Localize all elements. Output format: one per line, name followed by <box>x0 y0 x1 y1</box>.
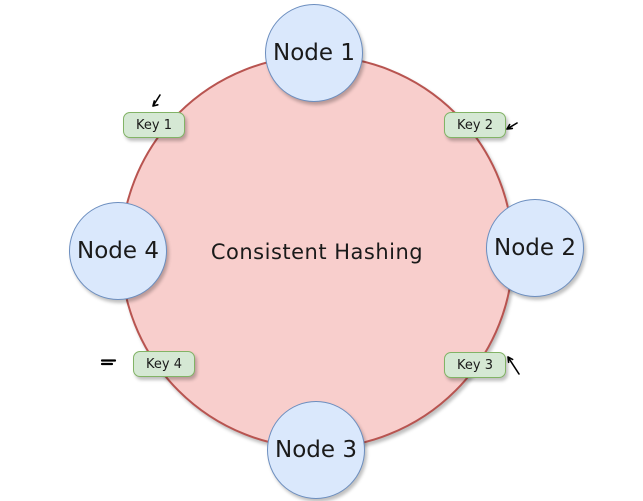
node-1-label: Node 1 <box>273 40 355 66</box>
node-4-label: Node 4 <box>77 238 159 264</box>
key-2-box: Key 2 <box>444 112 506 138</box>
key-4-label: Key 4 <box>146 356 182 372</box>
node-4-circle: Node 4 <box>69 202 167 300</box>
key-1-arrow-icon <box>152 94 161 107</box>
node-2-circle: Node 2 <box>486 199 584 297</box>
key-2-label: Key 2 <box>457 117 493 133</box>
key-3-box: Key 3 <box>444 352 506 378</box>
node-3-label: Node 3 <box>275 437 357 463</box>
node-1-circle: Node 1 <box>265 4 363 102</box>
node-2-label: Node 2 <box>494 235 576 261</box>
key-1-label: Key 1 <box>136 117 172 133</box>
key-1-box: Key 1 <box>123 112 185 138</box>
key-3-arrow-icon <box>507 356 520 375</box>
ring-center-label: Consistent Hashing <box>210 240 424 264</box>
node-3-circle: Node 3 <box>267 401 365 499</box>
key-2-arrow-icon <box>506 122 518 130</box>
key-4-arrow-icon <box>100 359 117 366</box>
key-3-label: Key 3 <box>457 357 493 373</box>
key-4-box: Key 4 <box>133 351 195 377</box>
